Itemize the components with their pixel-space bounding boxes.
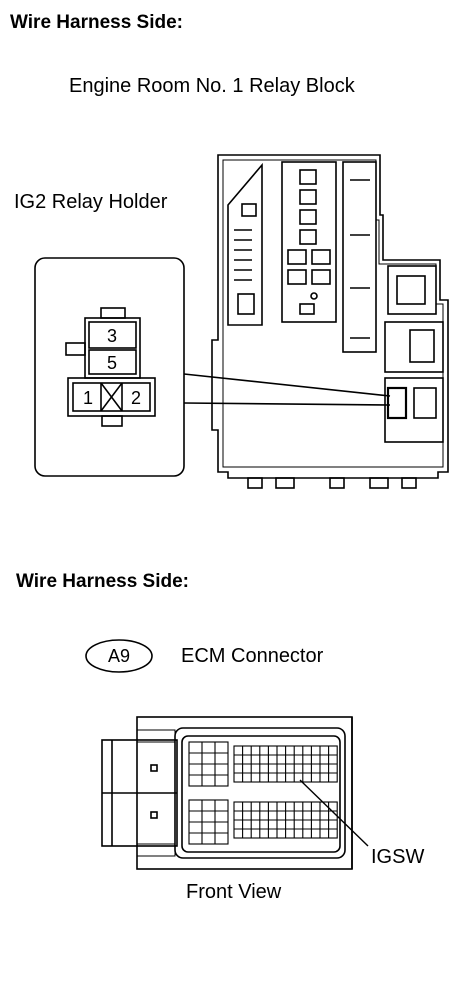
igsw-leader-line [299, 779, 369, 847]
latch-marker-lower [150, 811, 158, 819]
a9-code-text: A9 [108, 646, 130, 666]
pin-label-5: 5 [107, 353, 117, 373]
relay-block-right-fuse-column [342, 161, 377, 353]
igsw-terminal-label: IGSW [371, 846, 425, 868]
latch-marker-upper [150, 764, 158, 772]
ecm-terminal-grids [188, 741, 338, 845]
pin-label-3: 3 [107, 326, 117, 346]
heading-wire-harness-side-1: Wire Harness Side: [10, 12, 184, 33]
heading-wire-harness-side-2: Wire Harness Side: [16, 571, 190, 592]
pin-label-1: 1 [83, 388, 93, 408]
a9-connector-code-badge [85, 639, 153, 673]
relay-block-title: Engine Room No. 1 Relay Block [69, 75, 355, 97]
front-view-label: Front View [186, 881, 282, 903]
ecm-connector-body [101, 716, 353, 870]
ig2-relay-holder-connector [65, 307, 156, 427]
callout-leader-lower [183, 402, 391, 406]
relay-block-center-fuses [281, 161, 337, 323]
ig2-relay-holder-callout-box [34, 257, 185, 477]
ig2-relay-holder-label: IG2 Relay Holder [14, 191, 168, 213]
relay-block-relay-sockets [384, 265, 444, 443]
callout-leader-upper [183, 373, 391, 397]
pin-label-2: 2 [131, 388, 141, 408]
ecm-connector-label: ECM Connector [181, 645, 324, 667]
relay-block-left-fuse-column [227, 162, 263, 326]
